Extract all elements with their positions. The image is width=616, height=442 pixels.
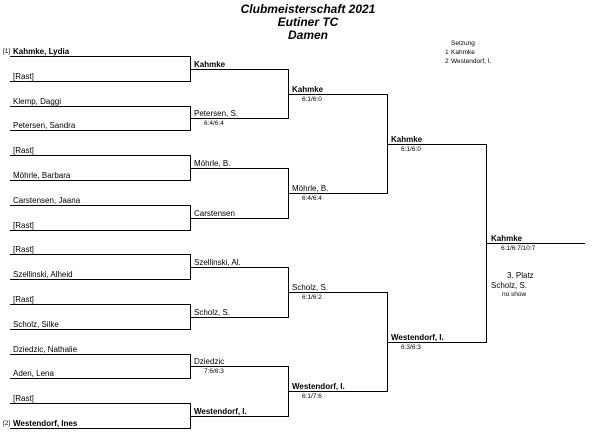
- bracket-line: [10, 254, 190, 255]
- player-name: Scholz, S.: [194, 308, 231, 317]
- bracket-line: [10, 130, 190, 131]
- player-name: [Rast]: [13, 295, 34, 304]
- bracket-line: [10, 180, 190, 181]
- bracket-line: [10, 56, 190, 57]
- bracket-line: [190, 168, 288, 169]
- player-name: Dziedzic, Nathalie: [13, 345, 78, 354]
- bracket-line: [288, 292, 387, 293]
- match-score: 7:6/6:3: [204, 368, 224, 375]
- page-title: Clubmeisterschaft 2021: [240, 2, 376, 16]
- bracket-line: [10, 378, 190, 379]
- bracket-line: [190, 366, 288, 367]
- bracket-line: [190, 317, 288, 318]
- club-name: Eutiner TC: [277, 15, 339, 29]
- match-score: 6:1/6:0: [302, 96, 322, 103]
- bracket-line: [10, 403, 190, 404]
- bracket-line: [10, 428, 190, 429]
- player-name: Scholz, S.: [292, 283, 329, 292]
- bracket-line: [10, 230, 190, 231]
- player-name: Möhrle, B.: [194, 159, 231, 168]
- bracket-line: [10, 304, 190, 305]
- player-name: Dziedzic: [194, 357, 225, 366]
- player-name: Carstensen, Jaana: [13, 196, 81, 205]
- player-name: Kahmke: [194, 60, 226, 69]
- player-name: Kahmke, Lydia: [13, 47, 70, 56]
- player-name: Carstensen: [194, 209, 235, 218]
- seeding-number: 2: [445, 58, 449, 65]
- seeding-name: Westendorf, I.: [451, 58, 492, 65]
- bracket-line: [10, 354, 190, 355]
- player-name: Kahmke: [292, 85, 324, 94]
- player-name: Möhrle, B.: [292, 184, 329, 193]
- player-name: Szellinski, Al.: [194, 258, 241, 267]
- third-place-note: no show: [502, 291, 527, 298]
- category-name: Damen: [287, 28, 328, 42]
- seed-label: [1]: [3, 48, 11, 55]
- match-score: 6:1/7:6: [302, 393, 322, 400]
- match-score: 6:3/6:3: [401, 344, 421, 351]
- champion-name: Kahmke: [491, 234, 523, 243]
- player-name: [Rast]: [13, 72, 34, 81]
- seed-label: [2]: [3, 420, 11, 427]
- bracket-line: [190, 118, 288, 119]
- player-name: Scholz, Silke: [13, 320, 59, 329]
- match-score: 6:1/6:0: [401, 146, 421, 153]
- final-score: 6:1/6:7/10:7: [501, 245, 536, 252]
- third-place-name: Scholz, S.: [491, 281, 528, 290]
- bracket-line: [10, 81, 190, 82]
- bracket-line: [190, 218, 288, 219]
- player-name: Petersen, S.: [194, 109, 239, 118]
- player-name: [Rast]: [13, 146, 34, 155]
- bracket-line: [10, 205, 190, 206]
- player-name: Westendorf, Ines: [13, 419, 78, 428]
- match-score: 6:4/6:4: [204, 120, 224, 127]
- player-name: Kahmke: [391, 135, 423, 144]
- bracket-line: [288, 391, 387, 392]
- match-score: 6:4/6:4: [302, 195, 322, 202]
- bracket-line: [10, 329, 190, 330]
- bracket-line: [387, 342, 486, 343]
- player-name: Westendorf, I.: [292, 382, 345, 391]
- seeding-heading: Setzung: [451, 40, 475, 47]
- bracket-line: [486, 243, 585, 244]
- bracket-line: [288, 94, 387, 95]
- player-name: Westendorf, I.: [391, 333, 444, 342]
- bracket-line: [190, 416, 288, 417]
- bracket-line: [10, 279, 190, 280]
- player-name: Möhrle, Barbara: [13, 171, 71, 180]
- player-name: Szellinski, Alheid: [13, 270, 73, 279]
- player-name: Aden, Lena: [13, 369, 54, 378]
- player-name: Westendorf, I.: [194, 407, 247, 416]
- bracket-line: [10, 155, 190, 156]
- seeding-name: Kahmke: [451, 49, 475, 56]
- match-score: 6:1/6:2: [302, 294, 322, 301]
- bracket-line: [10, 106, 190, 107]
- player-name: [Rast]: [13, 245, 34, 254]
- bracket-line: [190, 69, 288, 70]
- player-name: [Rast]: [13, 221, 34, 230]
- seeding-number: 1: [445, 49, 449, 56]
- bracket-line: [387, 144, 486, 145]
- third-place-label: 3. Platz: [507, 271, 534, 280]
- player-name: [Rast]: [13, 394, 34, 403]
- player-name: Petersen, Sandra: [13, 121, 76, 130]
- bracket-line: [190, 267, 288, 268]
- bracket-line: [288, 193, 387, 194]
- player-name: Klemp, Daggi: [13, 97, 62, 106]
